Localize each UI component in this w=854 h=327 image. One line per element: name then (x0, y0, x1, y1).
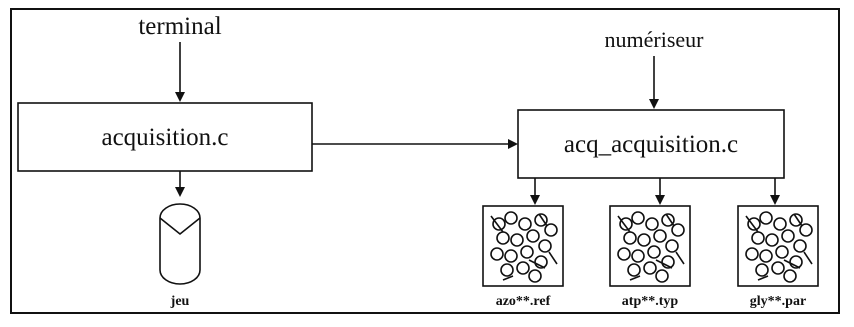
jeu-label: jeu (170, 294, 190, 309)
file-label-3: gly**.par (750, 294, 806, 309)
storage-cylinder-icon (159, 203, 201, 285)
acquisition-box (17, 102, 313, 172)
file-arrowhead-3 (770, 195, 780, 205)
molecule-file-icon-1 (482, 205, 564, 287)
file-arrowhead-1 (530, 195, 540, 205)
diagram-frame (10, 8, 840, 314)
acq-acquisition-box-label: acq_acquisition.c (564, 131, 738, 158)
terminal-arrowhead (175, 92, 185, 102)
file-arrowhead-2 (655, 195, 665, 205)
terminal-label: terminal (138, 13, 221, 40)
molecule-file-icon-2 (609, 205, 691, 287)
main-flow-arrowhead (508, 139, 518, 149)
jeu-arrowhead (175, 187, 185, 197)
file-label-1: azo**.ref (496, 294, 551, 309)
acquisition-box-label: acquisition.c (101, 124, 228, 151)
numeriseur-label: numériseur (605, 27, 705, 52)
molecule-file-icon-3 (737, 205, 819, 287)
file-label-2: atp**.typ (622, 294, 679, 309)
numeriseur-arrowhead (649, 99, 659, 109)
acq-acquisition-box (517, 109, 785, 179)
